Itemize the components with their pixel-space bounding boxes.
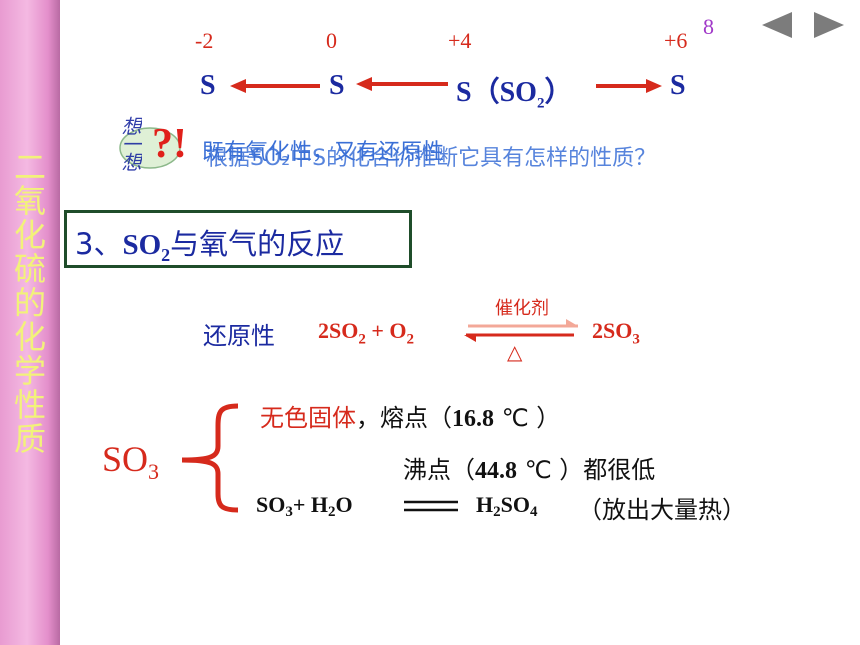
species-s-plus6: S bbox=[670, 70, 686, 101]
oxidation-state-plus6: +6 bbox=[664, 28, 688, 53]
so3-property-melting: 无色固体，熔点（16.8 ℃ ） bbox=[260, 404, 561, 432]
triangle-right-icon bbox=[814, 12, 844, 38]
question-text-a: 既有氧化性，又有还原性 bbox=[202, 140, 445, 165]
arrow-left-1 bbox=[230, 79, 320, 93]
so3-water-equation: SO3+ H2O bbox=[256, 492, 353, 521]
curly-brace bbox=[181, 403, 239, 513]
think-badge-text: 想一想 bbox=[118, 116, 142, 170]
question-text-b: 根据SO₂中S的化合价推断它具有怎样的性质？ bbox=[206, 146, 657, 171]
previous-slide-button[interactable] bbox=[760, 10, 794, 40]
next-slide-button[interactable] bbox=[812, 10, 846, 40]
so3-water-product: H2SO4 bbox=[476, 492, 538, 521]
section-title: 3、SO2与氧气的反应 bbox=[75, 227, 345, 265]
reaction-label: 还原性 bbox=[203, 322, 275, 350]
equals-sign bbox=[404, 500, 458, 512]
oxidation-arrows bbox=[230, 77, 662, 93]
heat-release-note: （放出大量热） bbox=[578, 496, 746, 524]
section-title-box: 3、SO2与氧气的反应 bbox=[64, 210, 412, 268]
reaction-rhs: 2SO3 bbox=[592, 318, 640, 348]
catalyst-label: 催化剂 bbox=[495, 298, 549, 319]
think-badge-icon bbox=[119, 127, 181, 169]
reversible-arrow bbox=[464, 319, 578, 342]
species-s-minus2: S bbox=[200, 70, 216, 101]
sidebar: 二氧化硫的化学性质 bbox=[0, 0, 60, 645]
arrow-left-2 bbox=[356, 77, 448, 91]
sidebar-title: 二氧化硫的化学性质 bbox=[13, 148, 46, 458]
oxidation-state-plus4: +4 bbox=[448, 28, 472, 53]
triangle-left-icon bbox=[762, 12, 792, 38]
heat-symbol: △ bbox=[507, 340, 523, 364]
think-badge: 想一想 ?! bbox=[112, 116, 187, 176]
page-number: 8 bbox=[703, 14, 714, 39]
question-mark-icon: ?! bbox=[152, 121, 187, 167]
arrow-right bbox=[596, 79, 662, 93]
species-s-0: S bbox=[329, 70, 345, 101]
reaction-lhs: 2SO2 + O2 bbox=[318, 318, 415, 348]
species-so2: S（SO2） bbox=[456, 77, 573, 112]
so3-property-boiling: 沸点（44.8 ℃ ）都很低 bbox=[403, 456, 656, 484]
so3-label: SO3 bbox=[102, 439, 160, 485]
oxidation-state-0: 0 bbox=[326, 28, 337, 53]
oxidation-state-minus2: -2 bbox=[195, 28, 214, 53]
